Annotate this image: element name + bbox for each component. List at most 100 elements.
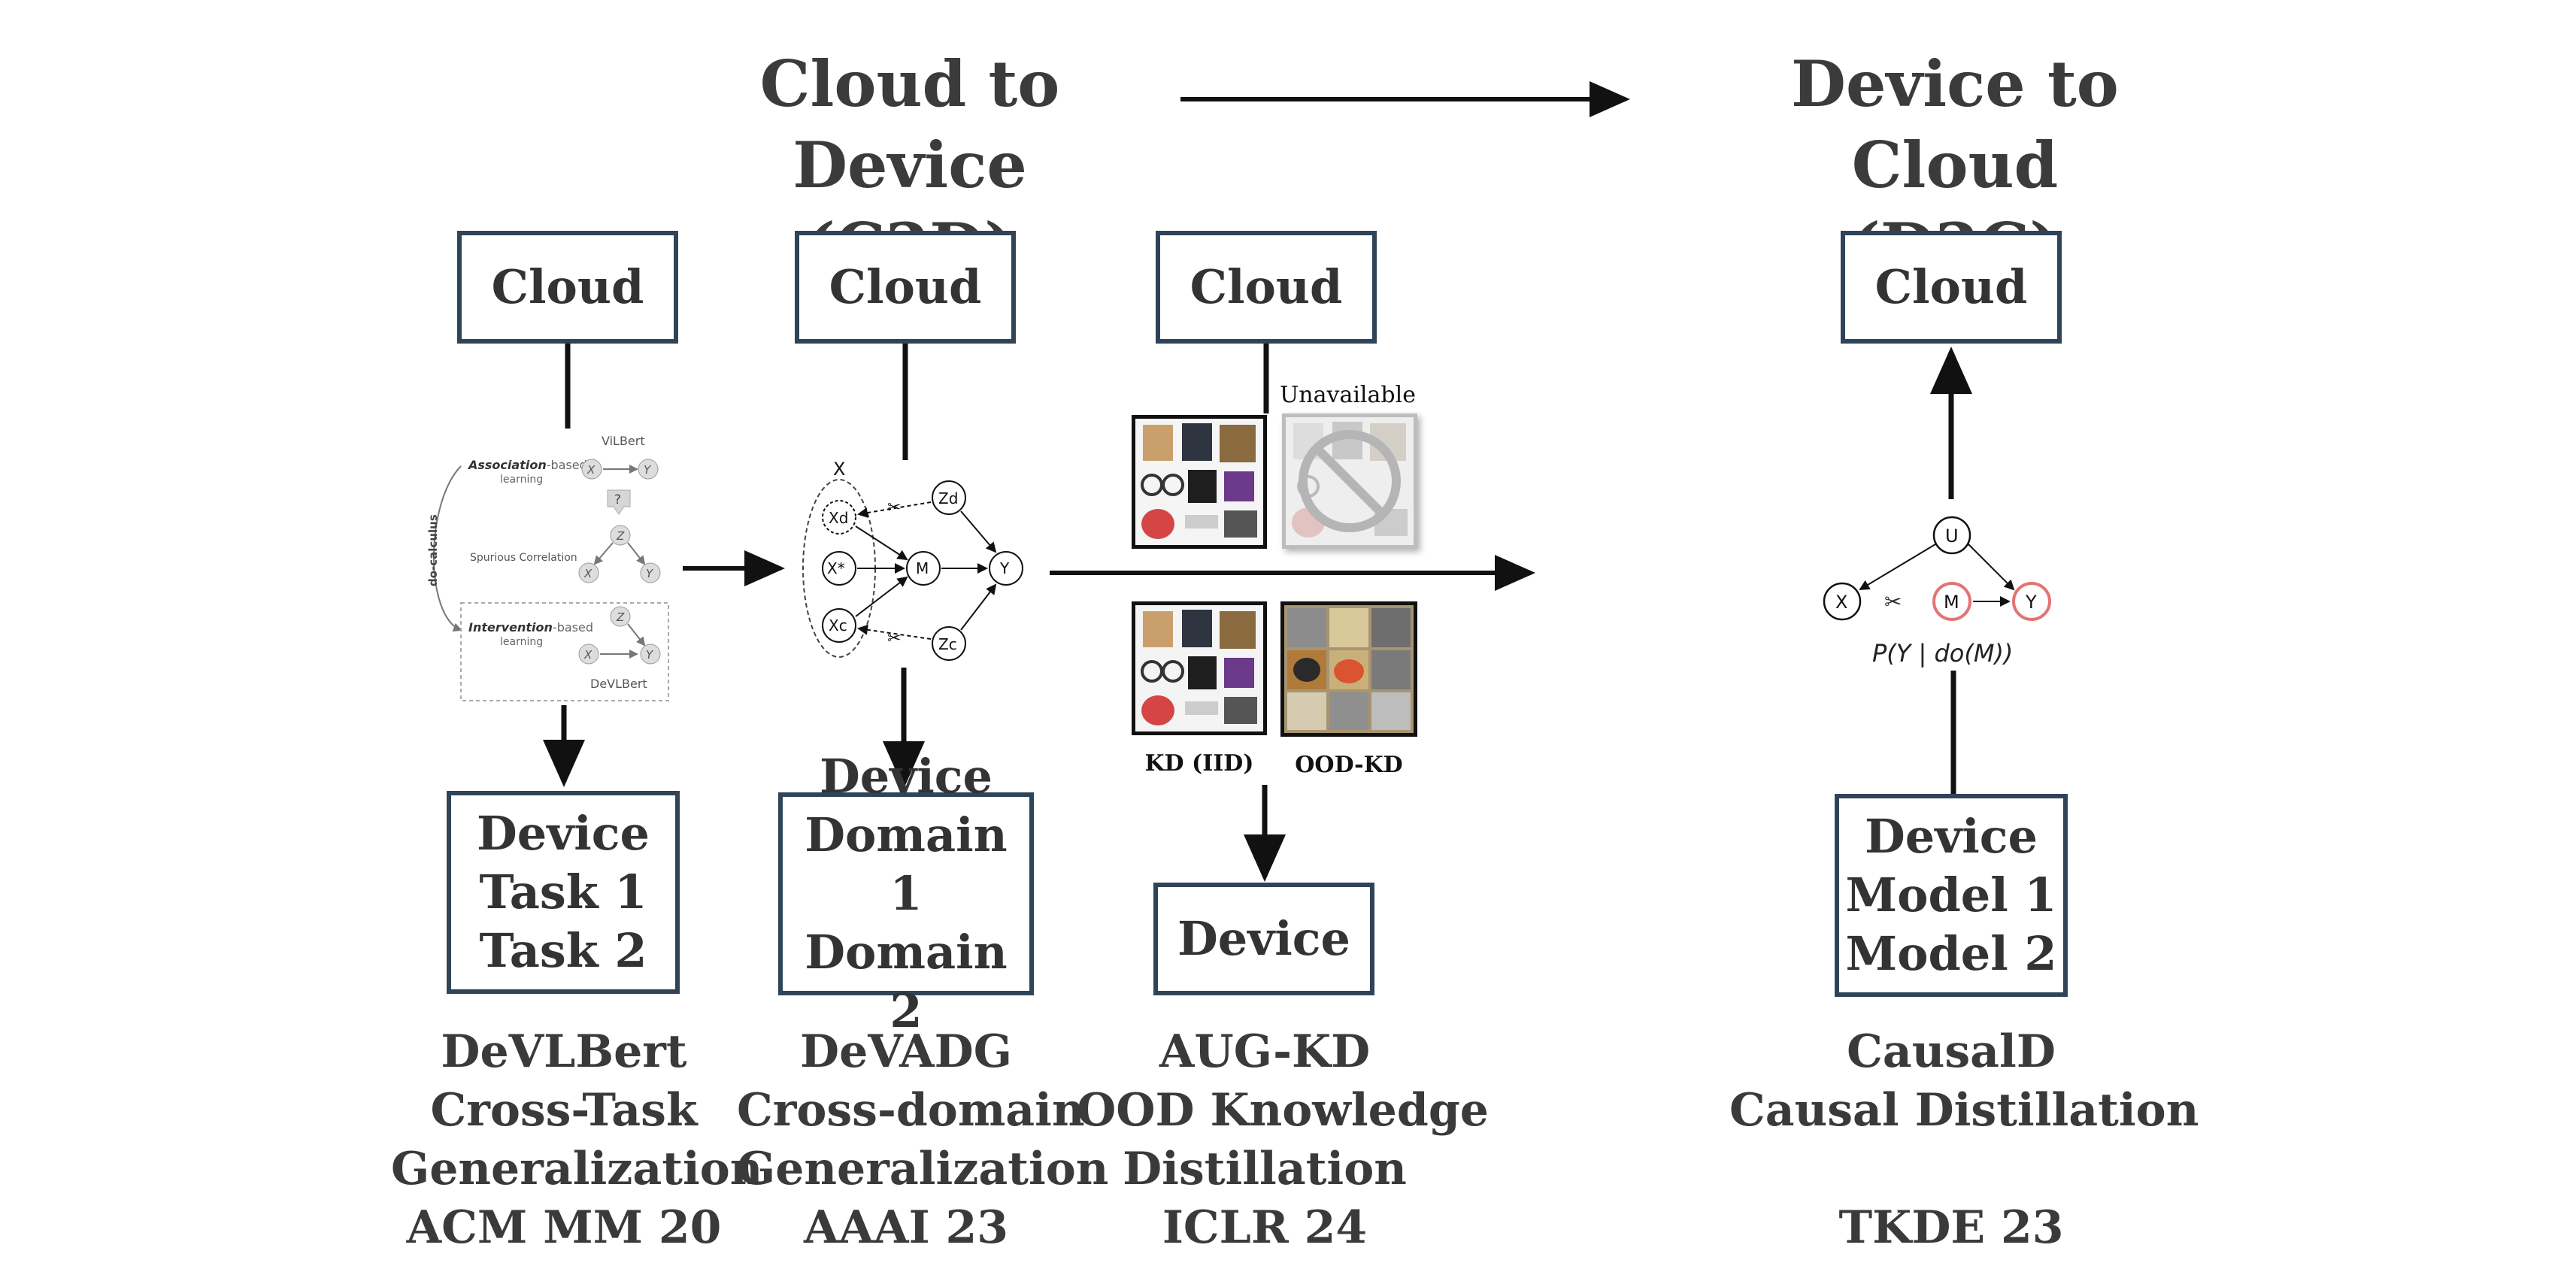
spurious-label: Spurious Correlation bbox=[470, 552, 577, 564]
col2-caption-line4: AAAI 23 bbox=[803, 1201, 1009, 1254]
sp-node-z-text: Z bbox=[616, 529, 625, 543]
col2-caption-line3: Generalization bbox=[737, 1143, 1109, 1195]
col2-device-line1: Device bbox=[820, 749, 993, 804]
sp-node-x-text: X bbox=[583, 567, 592, 580]
sp-node-x bbox=[578, 562, 599, 583]
devlbert-label: DeVLBert bbox=[590, 677, 647, 691]
association-learning: learning bbox=[500, 474, 543, 486]
question-mark: ? bbox=[614, 492, 621, 507]
causald-node-y bbox=[2012, 582, 2051, 621]
col3-cloud-box: Cloud bbox=[1156, 231, 1377, 344]
iv-node-y-text: Y bbox=[646, 648, 654, 662]
causald-node-x bbox=[1823, 582, 1862, 621]
do-calculus-curve bbox=[433, 465, 462, 632]
devlbert-diagram: ViLBert Association-based learning X Y ?… bbox=[426, 434, 669, 701]
col2-cloud-label: Cloud bbox=[829, 259, 982, 314]
devadg-node-xc-text: Xc bbox=[829, 616, 847, 634]
col2-device-line2: Domain 1 bbox=[805, 807, 1008, 921]
augkd-unavailable-thumbnail bbox=[1282, 413, 1417, 549]
col3-caption-line2: OOD Knowledge bbox=[1077, 1084, 1489, 1137]
augkd-unavailable-label: Unavailable bbox=[1280, 382, 1416, 408]
causald-formula: P(Y | do(M)) bbox=[1872, 639, 2013, 668]
col4-caption-line4: TKDE 23 bbox=[1838, 1201, 2064, 1254]
intervention-learning: learning bbox=[500, 636, 543, 648]
col1-device-box: Device Task 1 Task 2 bbox=[447, 791, 680, 994]
col3-caption-line4: ICLR 24 bbox=[1162, 1201, 1368, 1254]
object-collage-icon bbox=[1141, 610, 1257, 725]
augkd-ood-kd-label: OOD-KD bbox=[1295, 752, 1403, 778]
devadg-node-m bbox=[906, 551, 941, 586]
sp-node-y bbox=[640, 562, 661, 583]
object-collage-icon bbox=[1141, 423, 1257, 539]
col1-caption-line2: Cross-Task bbox=[430, 1084, 698, 1137]
iv-node-z bbox=[610, 606, 631, 627]
intervention-word: Intervention bbox=[468, 620, 553, 634]
col1-caption-line4: ACM MM 20 bbox=[406, 1201, 722, 1254]
devadg-node-y-text: Y bbox=[999, 559, 1010, 577]
intervention-label: Intervention-based bbox=[468, 620, 593, 634]
devadg-edge-zd-y bbox=[960, 510, 997, 553]
unavailable-collage-icon bbox=[1292, 422, 1408, 538]
association-word: Association bbox=[467, 458, 547, 472]
col4-cloud-label: Cloud bbox=[1874, 259, 2028, 314]
devadg-node-zc-text: Zc bbox=[938, 635, 957, 653]
vil-node-y-text: Y bbox=[644, 463, 652, 477]
question-bubble bbox=[607, 489, 631, 515]
col3-caption-line1: AUG-KD bbox=[1159, 1025, 1371, 1078]
col3-cloud-label: Cloud bbox=[1190, 259, 1343, 314]
col4-device-box: Device Model 1 Model 2 bbox=[1835, 794, 2068, 997]
iv-node-y bbox=[640, 644, 661, 665]
devadg-node-zd-text: Zd bbox=[938, 489, 958, 507]
augkd-iid-thumbnail bbox=[1132, 601, 1267, 735]
iv-node-x-text: X bbox=[583, 648, 592, 662]
col2-cloud-box: Cloud bbox=[795, 231, 1016, 344]
causald-node-m bbox=[1932, 582, 1971, 621]
devadg-node-m-text: M bbox=[916, 559, 929, 577]
devadg-x-label: X bbox=[833, 459, 845, 480]
association-label: Association-based bbox=[467, 458, 587, 472]
devadg-node-zd bbox=[932, 480, 966, 515]
devadg-node-xc bbox=[822, 608, 856, 643]
col2-caption-line2: Cross-domain bbox=[737, 1084, 1085, 1137]
sp-edge-zx bbox=[593, 542, 614, 565]
association-suffix: -based bbox=[547, 458, 587, 472]
causald-node-u bbox=[1932, 516, 1971, 555]
do-calculus-label: do-calculus bbox=[426, 514, 440, 586]
col2-caption-line1: DeVADG bbox=[800, 1025, 1012, 1078]
col4-caption-line3 bbox=[1729, 1140, 2173, 1198]
devadg-edge-zc-y bbox=[960, 583, 997, 631]
iv-node-x bbox=[578, 644, 599, 665]
vilbert-label: ViLBert bbox=[602, 434, 645, 448]
col4-caption: CausalD Causal Distillation TKDE 23 bbox=[1729, 1022, 2199, 1257]
devadg-edge-xc-m bbox=[855, 576, 908, 617]
d2c-header-line1: Device to Cloud bbox=[1791, 47, 2119, 202]
col4-caption-line2: Causal Distillation bbox=[1729, 1084, 2199, 1137]
intervention-suffix: -based bbox=[553, 620, 593, 634]
ood-collage-icon bbox=[1287, 608, 1411, 730]
causald-node-x-text: X bbox=[1835, 592, 1847, 613]
devadg-edge-zd-xd bbox=[857, 501, 932, 518]
col1-device-line2: Task 1 bbox=[479, 865, 647, 919]
col2-caption: DeVADG Cross-domain Generalization AAAI … bbox=[737, 1022, 1109, 1257]
col1-device-line3: Task 2 bbox=[479, 923, 647, 978]
sp-node-z bbox=[610, 525, 631, 546]
causald-diagram: U X M Y ✂ P(Y | do(M)) bbox=[1823, 516, 2051, 668]
devadg-node-xstar-text: X* bbox=[827, 559, 845, 577]
devadg-node-y bbox=[989, 551, 1023, 586]
iv-node-z-text: Z bbox=[616, 610, 625, 624]
causald-node-m-text: M bbox=[1944, 592, 1959, 613]
devadg-node-xd-text: Xd bbox=[829, 509, 848, 527]
intervention-box bbox=[460, 602, 669, 701]
col3-device-line1: Device bbox=[1177, 911, 1350, 966]
devadg-node-xd bbox=[822, 500, 856, 535]
devadg-scissors-bottom-icon: ✂ bbox=[887, 629, 901, 648]
col1-cloud-box: Cloud bbox=[457, 231, 678, 344]
causald-edge-u-y bbox=[1968, 544, 2015, 591]
c2d-header-line1: Cloud to Device bbox=[759, 47, 1060, 202]
col2-device-line3: Domain 2 bbox=[805, 925, 1008, 1038]
devadg-node-zc bbox=[932, 626, 966, 661]
vil-node-y bbox=[638, 459, 659, 480]
col1-caption: DeVLBert Cross-Task Generalization ACM M… bbox=[391, 1022, 762, 1257]
iv-edge-zy bbox=[627, 623, 646, 647]
